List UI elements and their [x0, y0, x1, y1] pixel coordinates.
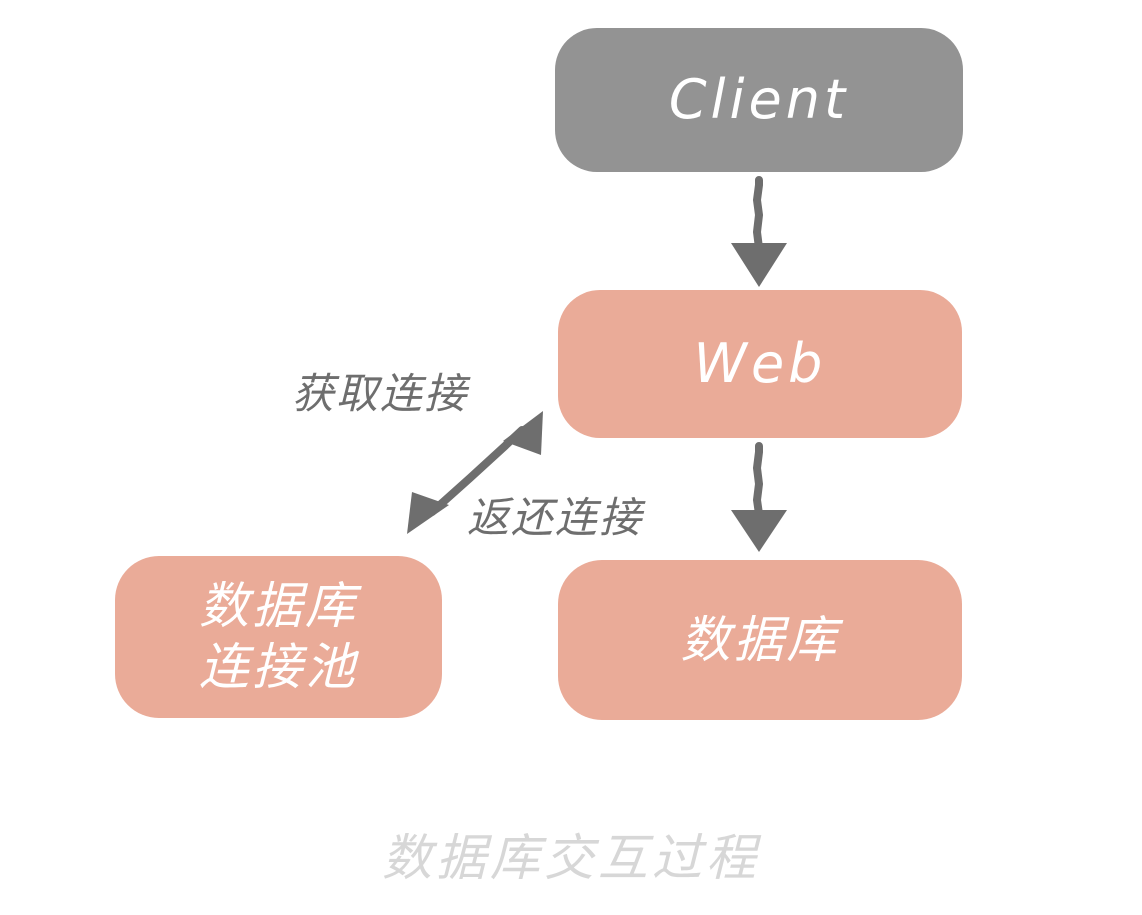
edge-label-return-connection: 返还连接: [467, 493, 644, 542]
node-web-label: Web: [693, 332, 827, 396]
node-web[interactable]: Web: [558, 290, 962, 438]
arrow-web-to-database: [731, 442, 787, 552]
node-client-label: Client: [668, 68, 850, 132]
node-database-label: 数据库: [680, 610, 840, 669]
arrow-client-to-web: [731, 176, 787, 287]
node-pool-label-line1: 数据库: [199, 577, 358, 635]
node-database[interactable]: 数据库: [558, 560, 962, 720]
node-database-connection-pool[interactable]: 数据库 连接池: [115, 556, 442, 718]
node-client[interactable]: Client: [555, 28, 963, 172]
diagram-caption: 数据库交互过程: [382, 829, 760, 887]
edge-label-acquire-connection: 获取连接: [292, 369, 469, 418]
node-pool-label-line2: 连接池: [199, 638, 358, 696]
